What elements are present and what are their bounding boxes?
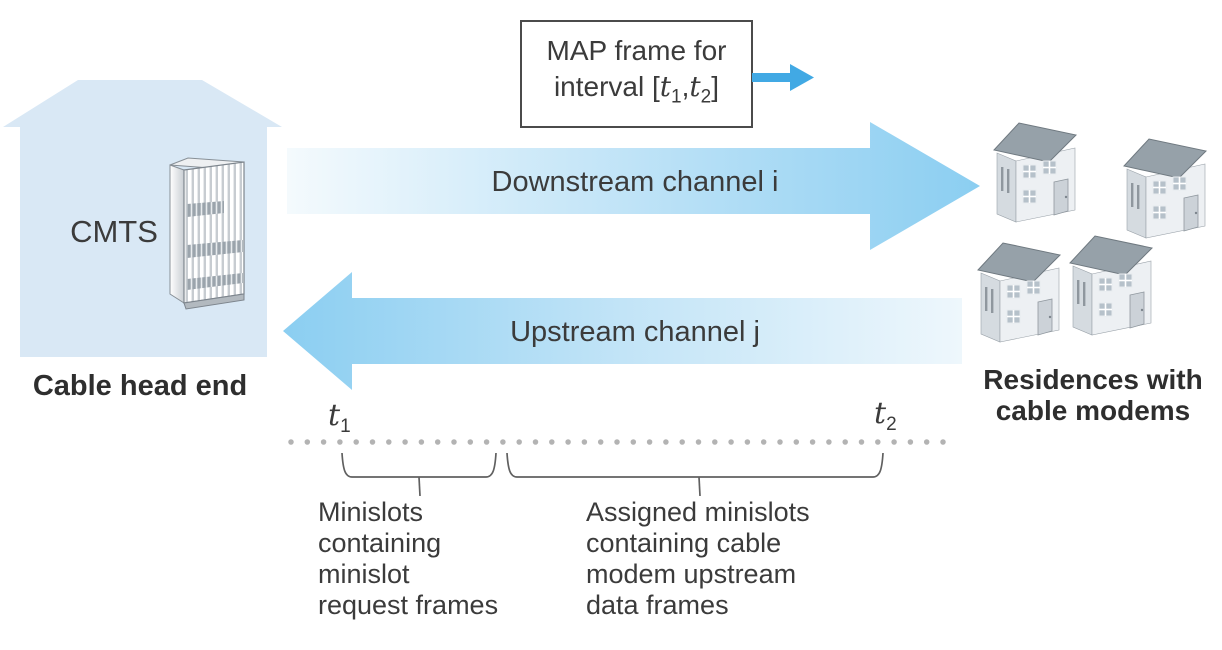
cable-head-end-caption: Cable head end	[32, 370, 248, 402]
residences-caption-line1: Residences with	[983, 364, 1203, 395]
residences-caption: Residences with cable modems	[964, 364, 1222, 426]
minislot-braces	[341, 452, 884, 497]
residences-caption-line2: cable modems	[995, 395, 1191, 426]
request-minislots-brace	[341, 452, 497, 478]
map-frame-box: MAP frame for interval [t1,t2]	[520, 20, 753, 128]
downstream-channel-label: Downstream channel i	[491, 166, 779, 198]
upstream-arrow	[283, 272, 962, 390]
house-icon	[1070, 236, 1152, 335]
timeline-dotted-line	[288, 439, 946, 445]
house-icon	[1124, 139, 1206, 238]
request-minislots-label: Minislots containing minislot request fr…	[318, 497, 499, 620]
house-icon	[994, 123, 1076, 222]
assigned-minislots-brace	[506, 452, 884, 478]
map-frame-line2: interval [t1,t2]	[553, 69, 720, 108]
t2-mark: t2	[874, 396, 897, 435]
residence-houses	[962, 112, 1222, 364]
cmts-label: CMTS	[70, 214, 158, 249]
assigned-minislots-label: Assigned minislots containing cable mode…	[586, 497, 810, 620]
house-icon	[978, 243, 1060, 342]
t1-mark: t1	[328, 398, 351, 437]
downstream-arrow	[287, 122, 980, 250]
cmts-rack-icon	[169, 157, 245, 310]
map-frame-arrow-icon	[752, 64, 814, 91]
map-frame-line1: MAP frame for	[546, 34, 727, 66]
upstream-channel-label: Upstream channel j	[510, 316, 760, 348]
